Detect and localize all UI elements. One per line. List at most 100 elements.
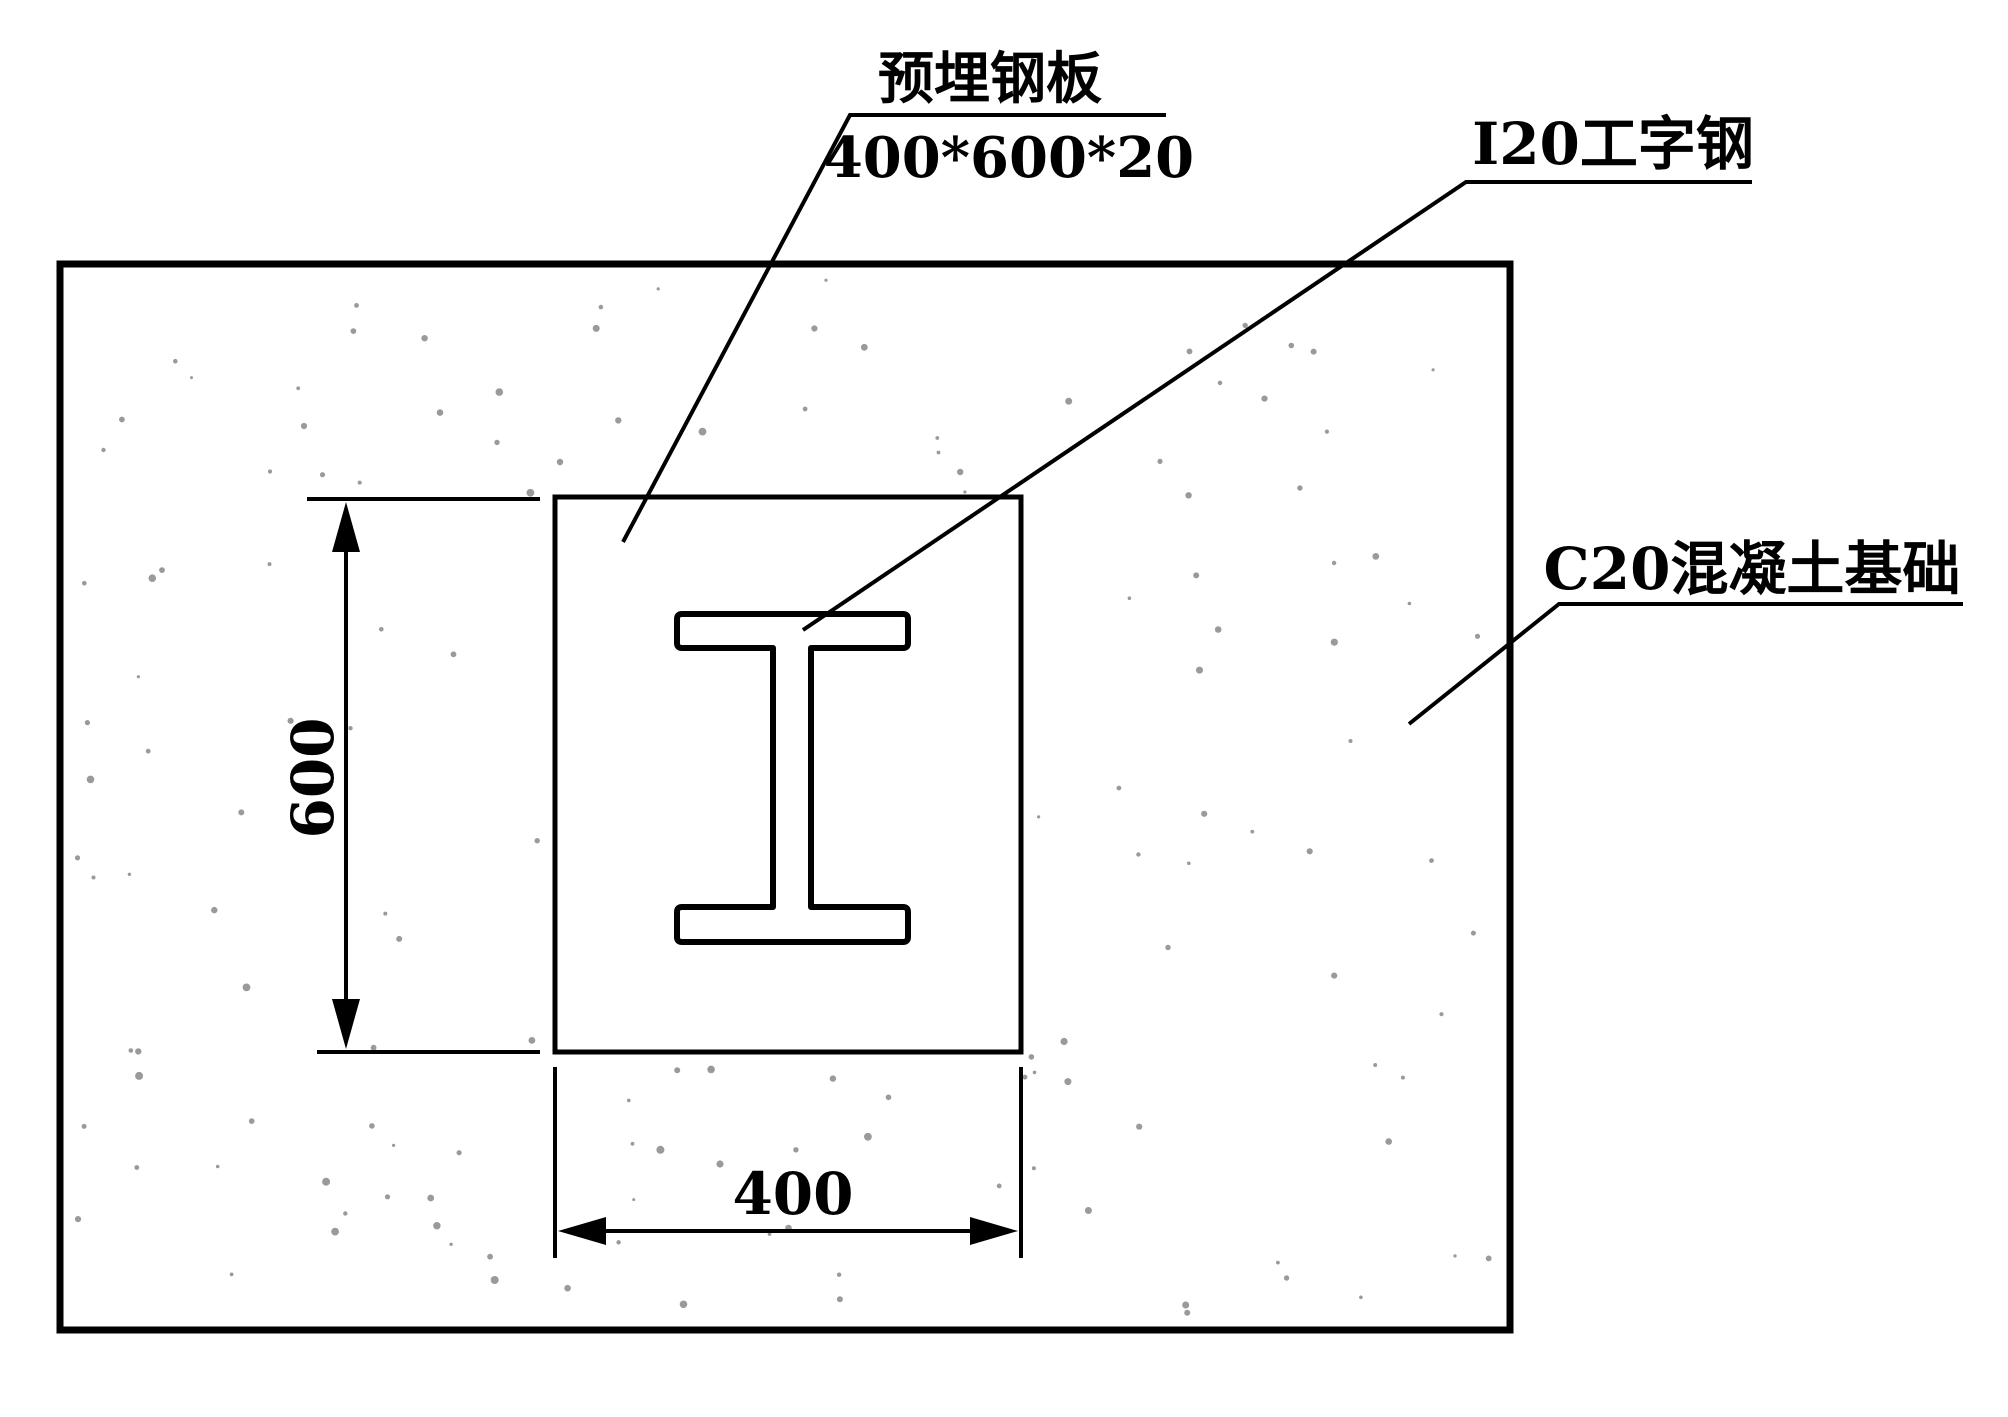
plate-height-label: 600 xyxy=(279,717,347,838)
beam-leader xyxy=(801,180,1752,632)
concrete-speckle xyxy=(1084,1207,1092,1214)
concrete-speckle xyxy=(1288,342,1295,349)
concrete-speckle xyxy=(811,325,818,332)
concrete-speckle xyxy=(86,775,95,784)
plate-height-dimension xyxy=(307,497,540,1054)
concrete-speckle xyxy=(267,562,272,567)
concrete-speckle xyxy=(1136,1123,1143,1130)
concrete-speckle xyxy=(885,1094,892,1101)
plate-width-dimension xyxy=(553,1067,1023,1258)
concrete-speckle xyxy=(864,1132,872,1141)
plate-leader xyxy=(621,113,1166,543)
concrete-speckle xyxy=(1250,829,1255,834)
concrete-speckle xyxy=(494,439,500,446)
concrete-speckle xyxy=(343,1211,348,1216)
concrete-speckle xyxy=(1184,1309,1191,1316)
beam-label: I20工字钢 xyxy=(1472,110,1754,178)
concrete-speckle xyxy=(1429,858,1434,863)
concrete-speckle xyxy=(1037,815,1041,819)
concrete-speckle xyxy=(824,278,828,282)
concrete-speckle xyxy=(534,838,540,844)
concrete-speckle xyxy=(1182,1301,1190,1309)
plate-name-label: 预埋钢板 xyxy=(878,46,1102,112)
concrete-speckle xyxy=(1157,458,1163,464)
concrete-speckle xyxy=(627,1098,631,1103)
concrete-speckle xyxy=(357,480,362,485)
concrete-speckle xyxy=(1283,1275,1290,1281)
concrete-speckle xyxy=(802,406,808,412)
concrete-speckle xyxy=(1385,1138,1392,1145)
concrete-speckle xyxy=(1276,1260,1280,1265)
concrete-speckle xyxy=(145,748,151,754)
concrete-speckle xyxy=(1372,553,1380,560)
concrete-texture xyxy=(74,278,1492,1316)
concrete-speckle xyxy=(598,304,604,310)
concrete-speckle xyxy=(436,409,444,416)
concrete-speckle xyxy=(615,417,622,424)
concrete-speckle xyxy=(1297,485,1303,491)
concrete-speckle xyxy=(1306,848,1313,855)
concrete-speckle xyxy=(1201,810,1208,817)
concrete-speckle xyxy=(1064,1078,1072,1086)
concrete-speckle xyxy=(433,1222,441,1230)
concrete-speckle xyxy=(1453,1254,1457,1258)
concrete-speckle xyxy=(190,376,193,380)
concrete-speckle xyxy=(674,1067,681,1074)
concrete-speckle xyxy=(564,1284,571,1292)
concrete-speckle xyxy=(592,324,600,332)
plate-size-label: 400*600*20 xyxy=(824,125,1194,191)
concrete-speckle xyxy=(119,416,125,423)
concrete-speckle xyxy=(1217,380,1223,386)
concrete-speckle xyxy=(134,1165,140,1170)
concrete-speckle xyxy=(1116,785,1122,791)
concrete-speckle xyxy=(632,1198,636,1202)
concrete-speckle xyxy=(1431,368,1435,372)
concrete-speckle xyxy=(1373,1063,1378,1067)
concrete-speckle xyxy=(300,422,308,430)
concrete-speckle xyxy=(74,1216,82,1223)
concrete-speckle xyxy=(707,1065,715,1074)
concrete-speckle xyxy=(1485,1255,1492,1262)
concrete-speckle xyxy=(379,627,384,632)
concrete-speckle xyxy=(369,1123,375,1129)
concrete-speckle xyxy=(487,1253,493,1260)
concrete-speckle xyxy=(836,1296,843,1303)
arrowhead-right xyxy=(970,1217,1018,1245)
concrete-speckle xyxy=(1187,861,1191,866)
concrete-speckle xyxy=(319,472,326,478)
concrete-speckle xyxy=(963,490,967,494)
concrete-speckle xyxy=(267,469,273,474)
concrete-speckle xyxy=(84,720,90,726)
concrete-speckle xyxy=(1214,626,1222,633)
concrete-speckle xyxy=(630,1141,635,1146)
concrete-speckle xyxy=(490,1276,499,1284)
concrete-speckle xyxy=(836,1272,842,1277)
concrete-speckle xyxy=(248,1118,255,1124)
concrete-speckle xyxy=(1186,348,1193,355)
plate-width-label: 400 xyxy=(732,1160,853,1228)
concrete-speckle xyxy=(495,388,504,396)
concrete-speckle xyxy=(450,651,457,658)
concrete-speckle xyxy=(1193,572,1200,579)
concrete-speckle xyxy=(456,1150,462,1156)
concrete-speckle xyxy=(556,458,564,466)
concrete-speckle xyxy=(1310,348,1317,355)
concrete-speckle xyxy=(127,872,132,876)
concrete-speckle xyxy=(1242,322,1248,329)
concrete-speckle xyxy=(1348,739,1353,743)
concrete-speckle xyxy=(215,1164,220,1169)
concrete-speckle xyxy=(1324,429,1329,434)
concrete-speckle xyxy=(1470,930,1476,936)
concrete-speckle xyxy=(370,1044,377,1051)
concrete-speckle xyxy=(1028,1054,1035,1060)
concrete-speckle xyxy=(421,335,428,342)
concrete-speckle xyxy=(101,447,106,453)
concrete-speckle xyxy=(528,1037,536,1044)
concrete-speckle xyxy=(350,328,357,334)
concrete-speckle xyxy=(656,287,660,291)
concrete-speckle xyxy=(135,1048,142,1055)
concrete-speckle xyxy=(383,911,388,916)
concrete-speckle xyxy=(136,675,140,679)
concrete-speckle xyxy=(322,1177,331,1186)
